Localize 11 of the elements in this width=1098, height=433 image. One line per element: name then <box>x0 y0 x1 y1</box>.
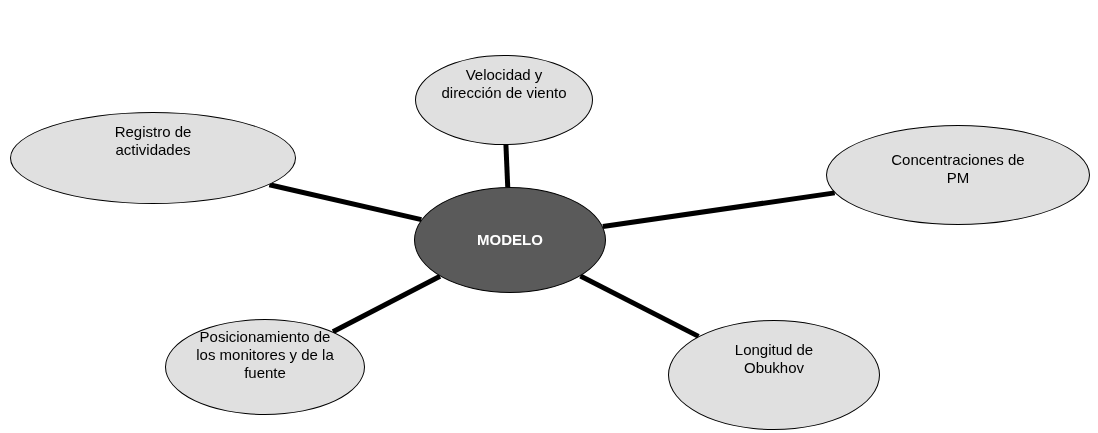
node-label: Velocidad y dirección de viento <box>440 66 568 102</box>
node-label: Concentraciones de PM <box>890 151 1026 187</box>
node-label: Longitud de Obukhov <box>733 341 815 377</box>
node-label: Posicionamiento de los monitores y de la fuente <box>195 328 335 382</box>
connector-line <box>602 190 836 229</box>
node-label: Registro de actividades <box>113 123 193 159</box>
connector-line <box>503 144 511 188</box>
node-label: MODELO <box>476 231 544 249</box>
connector-line <box>579 273 700 339</box>
connector-line <box>331 274 442 334</box>
connector-line <box>268 182 422 223</box>
